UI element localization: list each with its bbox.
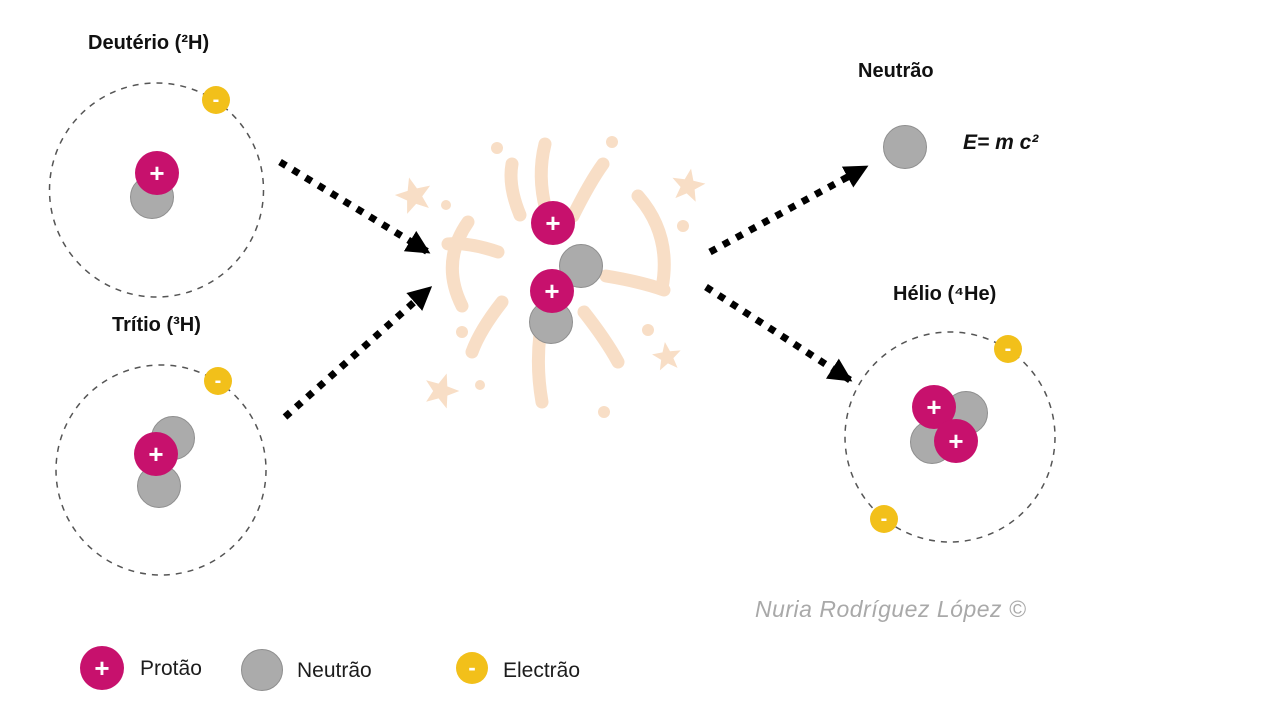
arrow-fusion-to-helium xyxy=(704,284,853,383)
burst-ray xyxy=(599,269,671,297)
tritium-orbit xyxy=(55,364,267,576)
legend-electron-label: Electrão xyxy=(503,659,581,682)
plus-sign: + xyxy=(544,276,560,306)
tritium-electron: - xyxy=(204,367,232,395)
minus-sign: - xyxy=(468,655,476,680)
fusion-burst-illustration xyxy=(441,137,671,409)
deuterium-orbit xyxy=(48,82,265,298)
burst-dot xyxy=(606,136,618,148)
burst-ray xyxy=(631,189,671,295)
burst-ray xyxy=(566,157,610,223)
minus-sign: - xyxy=(212,89,220,111)
burst-sparkles xyxy=(391,136,708,418)
fusion-proton-1: + xyxy=(531,201,575,245)
deuterium-electron: - xyxy=(202,86,230,114)
arrow-deuterium-to-fusion xyxy=(278,159,431,255)
minus-sign: - xyxy=(1004,338,1012,360)
burst-ray xyxy=(465,295,509,359)
energy-equation: E= m c² xyxy=(963,131,1039,154)
burst-dot xyxy=(491,142,503,154)
deuterium-label: Deutério (²H) xyxy=(88,32,210,54)
plus-sign: + xyxy=(94,653,110,683)
helium-orbit xyxy=(844,331,1056,543)
minus-sign: - xyxy=(880,508,888,530)
helium-label: Hélio (⁴He) xyxy=(893,283,997,305)
burst-star xyxy=(650,339,684,372)
attribution-text: Nuria Rodríguez López © xyxy=(755,596,1027,622)
burst-dot xyxy=(456,326,468,338)
reaction-arrows xyxy=(278,159,869,420)
plus-sign: + xyxy=(149,158,165,188)
burst-ray xyxy=(531,327,549,409)
burst-ray xyxy=(534,137,553,217)
neutron-product-label: Neutrão xyxy=(858,60,934,82)
burst-dot xyxy=(441,200,451,210)
minus-sign: - xyxy=(214,370,222,392)
plus-sign: + xyxy=(545,208,561,238)
product-neutron xyxy=(883,125,927,169)
burst-dot xyxy=(475,380,485,390)
helium-electron-2: - xyxy=(870,505,898,533)
arrow-fusion-to-neutron xyxy=(708,163,869,256)
helium-proton-2: + xyxy=(934,419,978,463)
burst-dot xyxy=(598,406,610,418)
legend-electron-swatch: - xyxy=(456,652,488,684)
burst-ray xyxy=(441,237,505,259)
legend-neutron-swatch xyxy=(241,649,283,691)
burst-ray xyxy=(577,305,625,369)
plus-sign: + xyxy=(148,439,164,469)
burst-dot xyxy=(677,220,689,232)
tritium-proton: + xyxy=(134,432,178,476)
fusion-proton-2: + xyxy=(530,269,574,313)
plus-sign: + xyxy=(948,426,964,456)
burst-ray xyxy=(445,215,475,313)
burst-star xyxy=(391,172,436,216)
burst-star xyxy=(419,368,464,411)
legend-proton-label: Protão xyxy=(140,657,202,680)
burst-ray xyxy=(504,157,527,222)
orbits xyxy=(48,82,1056,576)
arrow-tritium-to-fusion xyxy=(282,285,433,420)
legend-neutron-label: Neutrão xyxy=(297,659,372,682)
burst-dot xyxy=(642,324,654,336)
legend-proton-swatch: + xyxy=(80,646,124,690)
helium-electron-1: - xyxy=(994,335,1022,363)
plus-sign: + xyxy=(926,392,942,422)
deuterium-proton: + xyxy=(135,151,179,195)
burst-star xyxy=(669,165,708,203)
tritium-label: Trítio (³H) xyxy=(112,314,201,336)
